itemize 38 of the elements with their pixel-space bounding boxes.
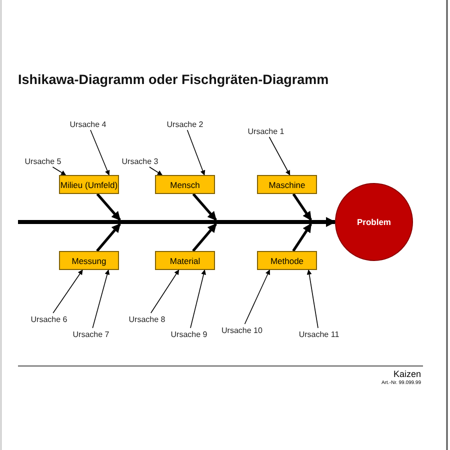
fishbone-arrow [18,217,336,227]
footer-label: Kaizen [393,369,421,379]
leader-arrow [90,130,110,176]
leader-arrow [306,270,318,328]
leader-arrow [52,270,83,314]
cause-label: Ursache 1 [248,126,284,136]
fishbone-arrow [96,193,121,221]
leader-arrow [52,166,66,176]
cause-label: Ursache 5 [24,156,62,166]
leader-arrow [150,270,180,314]
cause-category-box: Methode [257,251,317,270]
cause-label: Ursache 11 [298,330,340,338]
leader-arrow [244,270,270,324]
problem-circle: Problem [335,183,413,261]
diagram-title: Ishikawa-Diagramm oder Fischgräten-Diagramm [18,72,329,87]
cause-label: Ursache 6 [30,314,68,324]
fishbone-arrow [96,223,121,252]
cause-label: Ursache 2 [166,120,204,128]
leader-arrow [190,270,206,328]
fishbone-arrow [192,193,217,221]
cause-label: Ursache 7 [72,330,110,338]
cause-category-box: Material [155,251,215,270]
fishbone-arrow [192,223,217,252]
cause-category-box: Milieu (Umfeld) [59,175,119,194]
leader-arrow [268,136,290,176]
leader-arrow [149,166,162,176]
cause-category-box: Mensch [155,175,215,194]
fishbone-arrow [292,193,312,221]
cause-label: Ursache 8 [128,314,166,324]
cause-category-box: Messung [59,251,119,270]
cause-label: Ursache 3 [122,156,158,166]
leader-arrow [186,130,206,176]
fishbone-arrow [292,223,312,252]
cause-category-box: Maschine [257,175,317,194]
cause-label: Ursache 4 [70,120,106,128]
cause-label: Ursache 10 [222,326,262,334]
cause-label: Ursache 9 [170,330,208,338]
leader-arrow [92,270,110,328]
